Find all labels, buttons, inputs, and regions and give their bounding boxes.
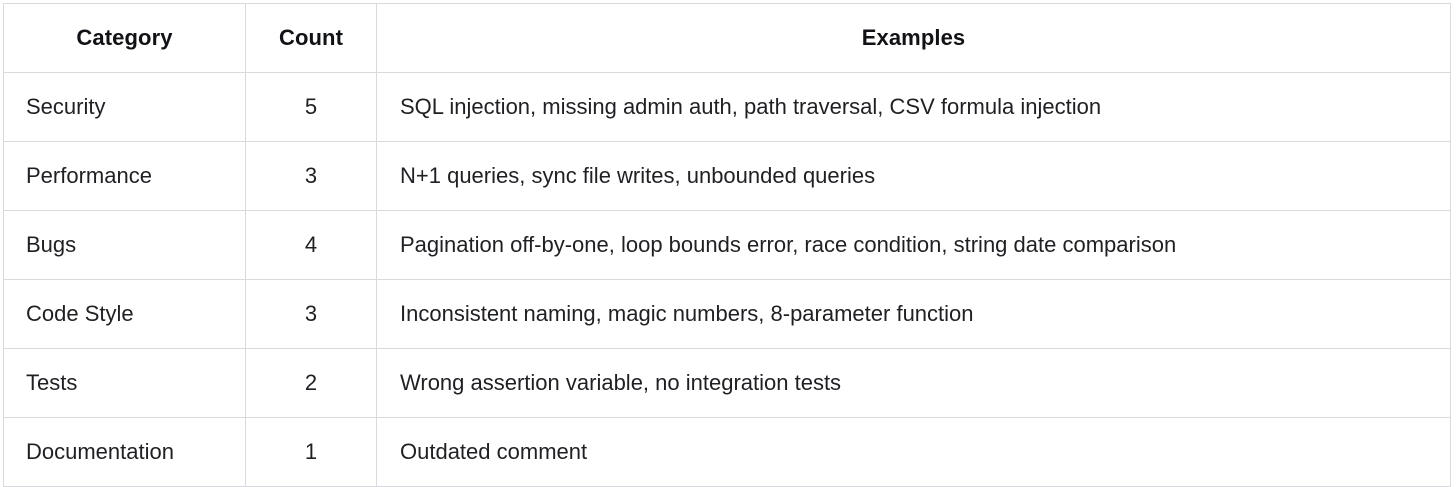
category-value: Bugs [26, 232, 77, 257]
count-value: 1 [304, 439, 318, 464]
examples-value: Wrong assertion variable, no integration… [400, 370, 842, 395]
cell-category: Code Style [3, 279, 246, 349]
column-header-count-label: Count [278, 25, 344, 50]
cell-category: Bugs [3, 210, 246, 280]
count-value: 3 [304, 163, 318, 188]
column-header-examples: Examples [376, 3, 1451, 73]
table-row: Tests 2 Wrong assertion variable, no int… [3, 348, 1451, 418]
cell-category: Performance [3, 141, 246, 211]
count-value: 3 [304, 301, 318, 326]
cell-category: Documentation [3, 417, 246, 487]
table-row: Security 5 SQL injection, missing admin … [3, 72, 1451, 142]
cell-examples: SQL injection, missing admin auth, path … [376, 72, 1451, 142]
category-value: Documentation [26, 439, 174, 464]
cell-count: 4 [245, 210, 377, 280]
examples-value: Outdated comment [400, 439, 588, 464]
table-row: Documentation 1 Outdated comment [3, 417, 1451, 487]
cell-count: 1 [245, 417, 377, 487]
examples-value: SQL injection, missing admin auth, path … [400, 94, 1102, 119]
category-value: Code Style [26, 301, 134, 326]
table-body: Security 5 SQL injection, missing admin … [3, 72, 1451, 487]
table-header: Category Count Examples [3, 3, 1451, 73]
cell-count: 3 [245, 141, 377, 211]
column-header-count: Count [245, 3, 377, 73]
cell-examples: Outdated comment [376, 417, 1451, 487]
cell-examples: Pagination off-by-one, loop bounds error… [376, 210, 1451, 280]
count-value: 4 [304, 232, 318, 257]
cell-count: 5 [245, 72, 377, 142]
column-header-examples-label: Examples [861, 25, 966, 50]
cell-category: Tests [3, 348, 246, 418]
cell-examples: N+1 queries, sync file writes, unbounded… [376, 141, 1451, 211]
table-row: Code Style 3 Inconsistent naming, magic … [3, 279, 1451, 349]
table-row: Performance 3 N+1 queries, sync file wri… [3, 141, 1451, 211]
category-value: Performance [26, 163, 152, 188]
category-value: Tests [26, 370, 78, 395]
examples-value: Pagination off-by-one, loop bounds error… [400, 232, 1177, 257]
findings-table-container: Category Count Examples Security 5 S [3, 3, 1451, 487]
column-header-category-label: Category [76, 25, 173, 50]
cell-count: 2 [245, 348, 377, 418]
table-row: Bugs 4 Pagination off-by-one, loop bound… [3, 210, 1451, 280]
column-header-category: Category [3, 3, 246, 73]
examples-value: N+1 queries, sync file writes, unbounded… [400, 163, 876, 188]
code-review-findings-table: Category Count Examples Security 5 S [3, 3, 1451, 487]
examples-value: Inconsistent naming, magic numbers, 8-pa… [400, 301, 974, 326]
count-value: 2 [304, 370, 318, 395]
cell-examples: Wrong assertion variable, no integration… [376, 348, 1451, 418]
cell-category: Security [3, 72, 246, 142]
table-header-row: Category Count Examples [3, 3, 1451, 73]
category-value: Security [26, 94, 106, 119]
count-value: 5 [304, 94, 318, 119]
cell-count: 3 [245, 279, 377, 349]
cell-examples: Inconsistent naming, magic numbers, 8-pa… [376, 279, 1451, 349]
